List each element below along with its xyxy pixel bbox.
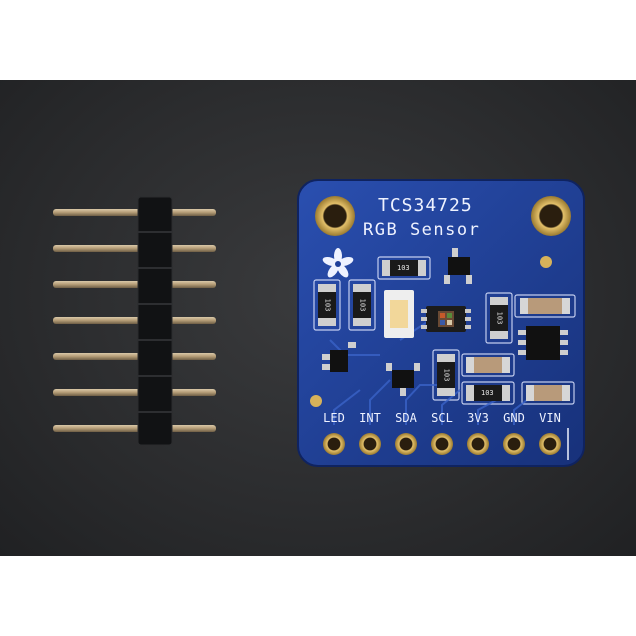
pin-label-gnd: GND — [503, 411, 525, 425]
resistor-marking: 103 — [358, 298, 367, 312]
board-subtitle: RGB Sensor — [363, 220, 481, 240]
resistor-marking: 103 — [397, 264, 410, 272]
resistor-marking: 103 — [481, 389, 494, 397]
resistor-marking: 103 — [495, 311, 504, 325]
pin-label-3v3: 3V3 — [467, 411, 489, 425]
transistor-bottom — [386, 363, 420, 396]
resistor-marking: 103 — [323, 298, 332, 312]
resistor-left-1 — [318, 284, 336, 326]
resistor-top — [382, 260, 426, 276]
pcb-board — [297, 179, 585, 467]
header-pin-strip — [53, 196, 216, 446]
resistor-left-2 — [353, 284, 371, 326]
color-sensor-chip — [421, 306, 471, 332]
resistor-marking: 103 — [442, 368, 451, 382]
photo-illustration — [53, 179, 585, 467]
resistor-right — [490, 297, 508, 339]
header-pins — [53, 209, 216, 432]
header-plastic-body — [137, 196, 173, 446]
resistor-bottom-horizontal — [466, 385, 510, 401]
pin-label-sda: SDA — [395, 411, 417, 425]
pin-label-vin: VIN — [539, 411, 561, 425]
pin-label-scl: SCL — [431, 411, 453, 425]
adafruit-flower-logo-icon — [322, 248, 354, 278]
voltage-regulator — [518, 326, 568, 360]
resistor-bottom-vertical — [437, 354, 455, 396]
product-photo: TCS34725 RGB Sensor LED INT SDA SCL 3V3 … — [0, 80, 636, 556]
capacitor-middle — [466, 357, 510, 373]
pin-label-int: INT — [359, 411, 381, 425]
pin-label-led: LED — [323, 411, 345, 425]
transistor-left — [322, 342, 356, 372]
mount-hole-left — [315, 196, 355, 236]
transistor-top — [444, 248, 472, 284]
capacitor-right — [520, 298, 570, 314]
pin-pads — [323, 433, 561, 455]
board-name: TCS34725 — [378, 195, 473, 216]
white-led — [384, 290, 414, 338]
mount-hole-right — [531, 196, 571, 236]
capacitor-bottom-right — [526, 385, 570, 401]
